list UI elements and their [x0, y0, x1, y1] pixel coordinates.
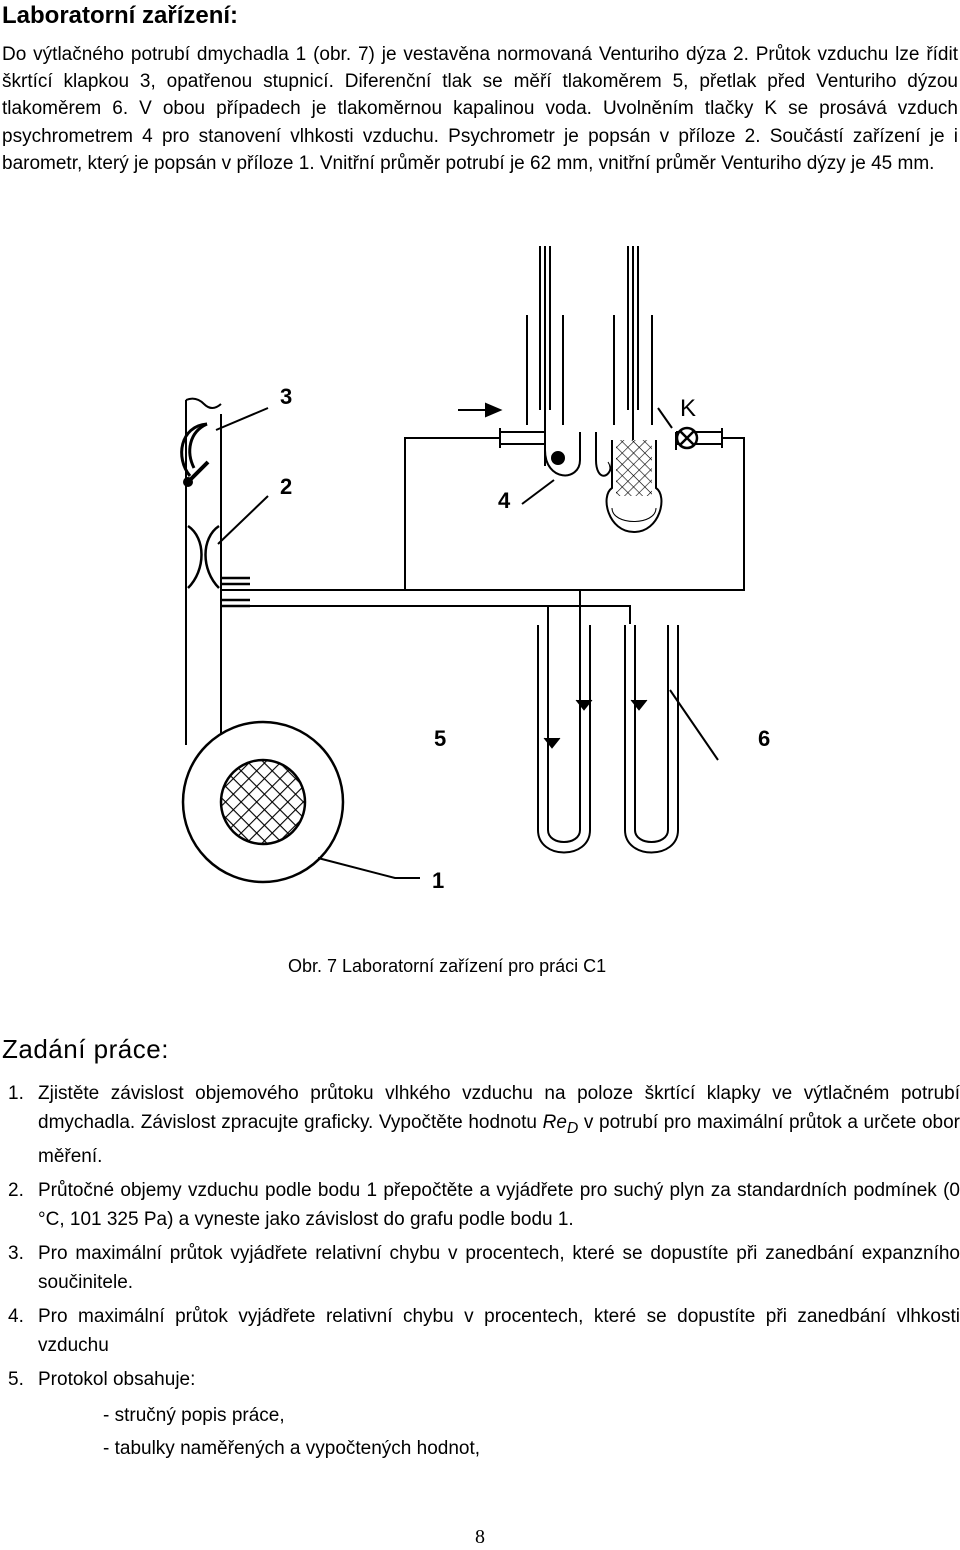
label-k: K: [680, 395, 696, 422]
label-6: 6: [758, 726, 770, 751]
protocol-item: - stručný popis práce,: [103, 1404, 285, 1426]
protocol-item: - tabulky naměřených a vypočtených hodno…: [103, 1437, 481, 1459]
task-number: 3.: [8, 1243, 24, 1265]
task-text: Pro maximální průtok vyjádřete relativní…: [38, 1243, 960, 1293]
throttle-valve: [180, 422, 210, 487]
task-list: 1. Zjistěte závislost objemového průtoku…: [8, 1080, 960, 1471]
re-subscript: D: [566, 1119, 579, 1137]
task-number: 1.: [8, 1083, 24, 1104]
clamp-k: [675, 426, 699, 450]
task-number: 5.: [8, 1369, 24, 1391]
re-symbol: Re: [542, 1111, 567, 1133]
blower: [181, 720, 345, 884]
task-item: 1. Zjistěte závislost objemového průtoku…: [8, 1080, 960, 1171]
label-2: 2: [280, 474, 292, 499]
page-number: 8: [475, 1526, 485, 1548]
psychrometer: [458, 246, 723, 534]
label-5: 5: [434, 726, 446, 751]
task-item: 4. Pro maximální průtok vyjádřete relati…: [8, 1303, 960, 1360]
task-text-part: Zjistěte závislost objemového průtoku vl…: [38, 1083, 960, 1133]
manometer-5: [537, 590, 593, 854]
figure-caption: Obr. 7 Laboratorní zařízení pro práci C1: [288, 956, 607, 976]
task-text: Průtočné objemy vzduchu podle bodu 1 pře…: [38, 1180, 960, 1230]
task-text-part: v potrubí pro maximální průtok a určete …: [38, 1111, 960, 1167]
protocol-contents: - stručný popis práce, - tabulky naměřen…: [8, 1399, 960, 1465]
tubing: [221, 437, 745, 624]
apparatus-diagram: 3 2 4 K 5 6 1: [180, 246, 770, 893]
label-4: 4: [498, 488, 511, 513]
leader-lines: [215, 407, 719, 879]
tasks-heading: Zadání práce:: [2, 1034, 169, 1064]
label-3: 3: [280, 384, 292, 409]
task-text: Zjistěte závislost objemového průtoku vl…: [38, 1080, 960, 1171]
task-item: 2. Průtočné objemy vzduchu podle bodu 1 …: [8, 1177, 960, 1234]
venturi-nozzle: [187, 524, 250, 608]
task-item: 5. Protokol obsahuje: - stručný popis pr…: [8, 1366, 960, 1465]
label-1: 1: [432, 868, 444, 893]
duct-pipe: [185, 397, 222, 745]
task-number: 2.: [8, 1180, 24, 1202]
task-text: Pro maximální průtok vyjádřete relativní…: [38, 1306, 960, 1356]
task-item: 3. Pro maximální průtok vyjádřete relati…: [8, 1240, 960, 1297]
intro-paragraph: Do výtlačného potrubí dmychadla 1 (obr. …: [2, 44, 958, 174]
apparatus-figure: 3 2 4 K 5 6 1: [0, 236, 960, 996]
task-number: 4.: [8, 1306, 24, 1328]
task-text: Protokol obsahuje:: [38, 1369, 196, 1391]
manometer-6: [624, 625, 679, 854]
section-heading: Laboratorní zařízení:: [2, 2, 239, 29]
